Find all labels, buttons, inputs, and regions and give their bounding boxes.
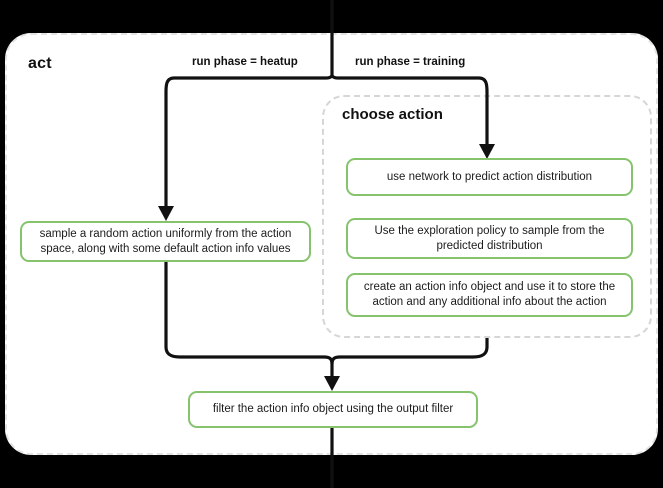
page-title: act [28, 55, 52, 72]
node-output-filter[interactable]: filter the action info object using the … [188, 391, 478, 428]
edge-label-heatup: run phase = heatup [192, 56, 298, 68]
node-use-network[interactable]: use network to predict action distributi… [346, 158, 633, 196]
edge-label-training: run phase = training [355, 56, 466, 68]
choose-action-group-title: choose action [342, 106, 443, 123]
node-sample-random-action[interactable]: sample a random action uniformly from th… [20, 221, 311, 262]
node-exploration-policy[interactable]: Use the exploration policy to sample fro… [346, 218, 633, 259]
node-create-action-info[interactable]: create an action info object and use it … [346, 273, 633, 317]
